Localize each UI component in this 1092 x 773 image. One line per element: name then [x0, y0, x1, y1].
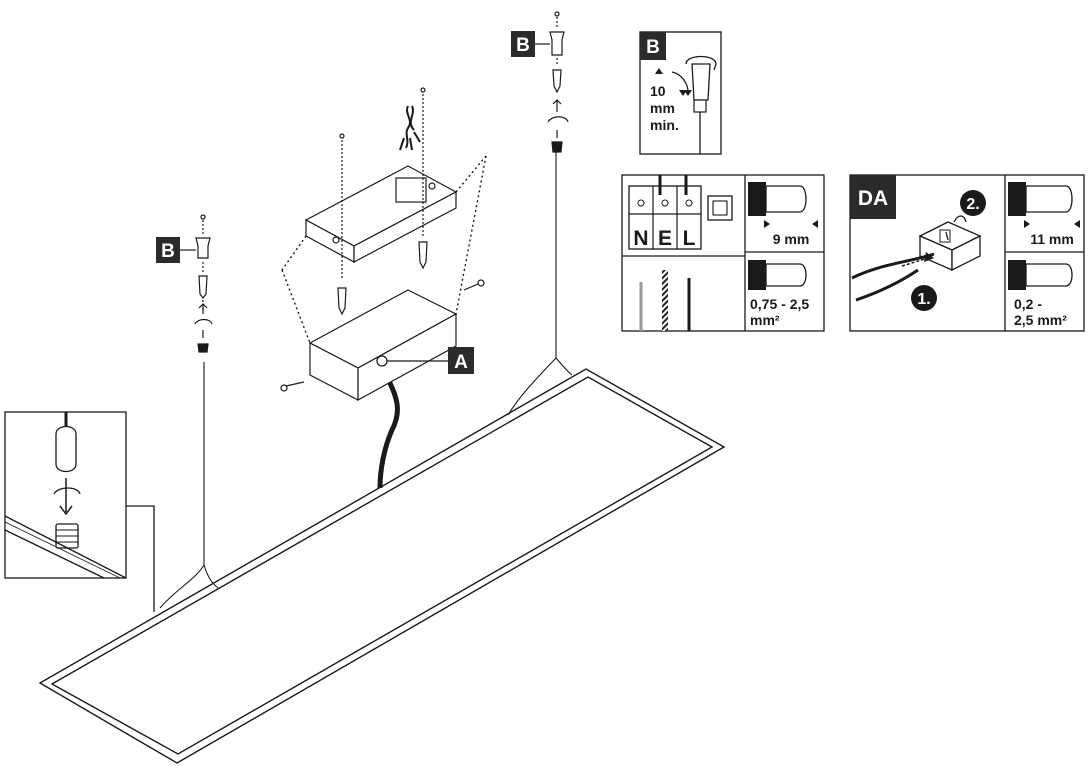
- top-hanging-kit: [547, 11, 569, 153]
- label-a-cable: A: [387, 347, 474, 374]
- inset-leader-line: [126, 505, 155, 612]
- svg-text:1.: 1.: [917, 291, 930, 308]
- svg-text:N: N: [633, 227, 648, 250]
- svg-text:10: 10: [650, 83, 666, 99]
- svg-text:min.: min.: [650, 117, 679, 133]
- junction-box: [308, 289, 458, 402]
- svg-text:B: B: [161, 241, 175, 262]
- mains-cable: [377, 364, 400, 489]
- mounting-screws: [280, 87, 485, 392]
- svg-text:mm²: mm²: [750, 312, 780, 328]
- svg-text:A: A: [454, 352, 468, 373]
- detail-inset-connector: [4, 411, 127, 579]
- supply-wires-icon: [399, 105, 421, 151]
- svg-text:2.: 2.: [966, 196, 979, 213]
- svg-text:E: E: [658, 227, 672, 250]
- suspension-cables: [159, 152, 573, 609]
- label-b-left: B: [156, 237, 196, 263]
- svg-text:B: B: [646, 37, 660, 58]
- label-b-top: B: [511, 31, 550, 57]
- left-hanging-kit: [194, 214, 213, 353]
- svg-text:11 mm: 11 mm: [1030, 231, 1074, 247]
- inset-b-gap: B 10 mm min.: [639, 31, 722, 155]
- led-panel: [38, 368, 726, 764]
- svg-text:L: L: [683, 227, 696, 250]
- da-connector-inset: DA 1. 2. 11 mm 0,2 - 2,5 mm²: [849, 174, 1085, 332]
- svg-text:B: B: [516, 35, 530, 56]
- guide-lines: [281, 155, 487, 344]
- svg-text:DA: DA: [858, 187, 888, 210]
- svg-text:mm: mm: [650, 100, 675, 116]
- svg-text:0,2 -: 0,2 -: [1014, 296, 1042, 312]
- ceiling-bracket: [304, 165, 458, 264]
- svg-text:2,5 mm²: 2,5 mm²: [1014, 312, 1067, 328]
- svg-text:0,75 - 2,5: 0,75 - 2,5: [750, 296, 809, 312]
- terminal-block-inset: N E L 9 mm 0,75 - 2,5 mm²: [621, 174, 825, 332]
- svg-text:9 mm: 9 mm: [773, 231, 810, 247]
